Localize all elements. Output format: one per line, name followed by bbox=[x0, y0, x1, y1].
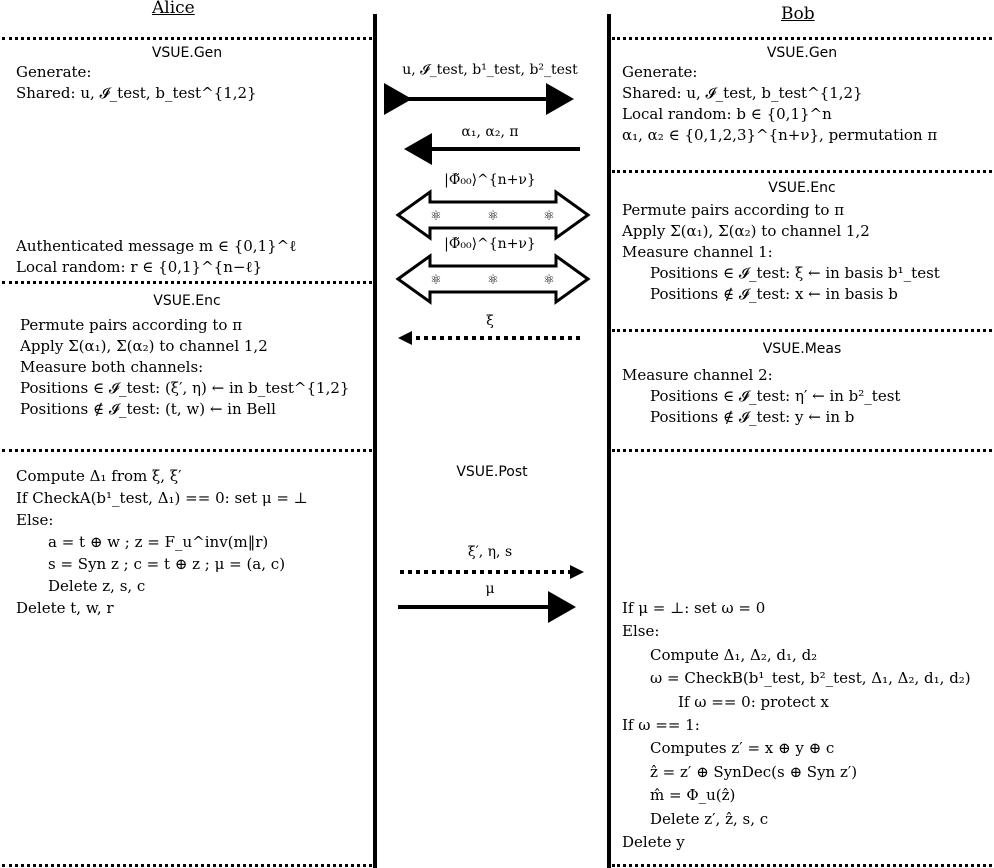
bob-post-line-11: Delete y bbox=[622, 833, 685, 852]
alice-enc-title: VSUE.Enc bbox=[153, 293, 221, 309]
alice-post-block: Compute Δ₁ from ξ, ξ′ If CheckA(b¹_test,… bbox=[16, 465, 308, 619]
bob-header: Bob bbox=[781, 4, 815, 24]
atom-icons-2: ⚛ ⚛ ⚛ bbox=[430, 273, 555, 288]
post-title: VSUE.Post bbox=[456, 464, 528, 480]
bob-enc-title: VSUE.Enc bbox=[768, 180, 836, 196]
bob-post-line-10: Delete z′, ẑ, s, c bbox=[650, 809, 769, 828]
arrow-xi-eta-s-head bbox=[570, 565, 584, 579]
alice-post-line-1: Compute Δ₁ from ξ, ξ′ bbox=[16, 467, 182, 485]
bob-meas-title: VSUE.Meas bbox=[762, 341, 842, 357]
separator-top-left bbox=[2, 37, 372, 40]
alice-post-line-6: Delete z, s, c bbox=[48, 577, 146, 595]
alice-auth-block: Authenticated message m ∈ {0,1}^ℓ Local … bbox=[16, 236, 296, 278]
bob-post-line-3: Compute Δ₁, Δ₂, d₁, d₂ bbox=[650, 645, 818, 664]
bob-meas-line-1: Measure channel 2: bbox=[622, 366, 773, 384]
alice-gen-line-2: Shared: u, 𝓘_test, b_test^{1,2} bbox=[16, 84, 257, 102]
alice-post-line-5: s = Syn z ; c = t ⊕ z ; μ = (a, c) bbox=[48, 555, 286, 573]
alice-enc-line-4: Positions ∈ 𝓘_test: (ξ′, η) ← in b_test^… bbox=[20, 379, 350, 397]
separator-post-left bbox=[2, 449, 372, 452]
bob-post-line-8: ẑ = z′ ⊕ SynDec(s ⊕ Syn z′) bbox=[650, 762, 858, 781]
separator-alice-enc bbox=[2, 281, 372, 284]
alice-post-line-3: Else: bbox=[16, 511, 54, 529]
epr-pairs-label-1: |Φ̃₀₀⟩^{n+ν} bbox=[444, 172, 536, 188]
alice-enc-line-2: Apply Σ(α₁), Σ(α₂) to channel 1,2 bbox=[20, 337, 268, 355]
atom-icon: ⚛ bbox=[487, 209, 499, 224]
bob-gen-title: VSUE.Gen bbox=[766, 45, 838, 61]
alice-header: Alice bbox=[152, 0, 195, 18]
alice-post-line-4: a = t ⊕ w ; z = F_u^inv(m‖r) bbox=[48, 533, 269, 551]
bob-meas-line-2: Positions ∈ 𝓘_test: η′ ← in b²_test bbox=[650, 387, 901, 405]
bob-post-line-2: Else: bbox=[622, 622, 660, 641]
alice-enc-line-5: Positions ∉ 𝓘_test: (t, w) ← in Bell bbox=[20, 400, 276, 418]
separator-bob-meas bbox=[612, 329, 992, 332]
msg-alphas-perm-label: α₁, α₂, π bbox=[461, 124, 519, 140]
arrow-xi-head bbox=[398, 331, 412, 345]
alice-auth-message: Authenticated message m ∈ {0,1}^ℓ bbox=[16, 237, 297, 255]
alice-gen-line-1: Generate: bbox=[16, 63, 92, 81]
alice-gen-title: VSUE.Gen bbox=[151, 45, 223, 61]
msg-xi-label: ξ bbox=[486, 313, 494, 329]
bob-gen-line-2: Shared: u, 𝓘_test, b_test^{1,2} bbox=[622, 84, 863, 102]
bob-gen-block: Generate: Shared: u, 𝓘_test, b_test^{1,2… bbox=[622, 62, 937, 146]
atom-icon: ⚛ bbox=[430, 209, 442, 224]
bob-enc-line-4: Positions ∈ 𝓘_test: ξ ← in basis b¹_test bbox=[650, 264, 940, 282]
bob-enc-line-3: Measure channel 1: bbox=[622, 243, 773, 261]
alice-enc-line-3: Measure both channels: bbox=[20, 358, 204, 376]
bob-enc-block: Permute pairs according to π Apply Σ(α₁)… bbox=[622, 200, 940, 305]
atom-icons-1: ⚛ ⚛ ⚛ bbox=[430, 209, 555, 224]
bob-post-line-9: m̂ = Φ_u(ẑ) bbox=[650, 786, 736, 805]
separator-top-right bbox=[612, 37, 992, 40]
bob-post-line-1: If μ = ⊥: set ω = 0 bbox=[622, 599, 766, 617]
msg-xi-eta-s-label: ξ′, η, s bbox=[467, 544, 513, 560]
bob-gen-line-3: Local random: b ∈ {0,1}^n bbox=[622, 105, 832, 123]
atom-icon: ⚛ bbox=[543, 209, 555, 224]
alice-bob-divider-left bbox=[373, 14, 377, 868]
separator-post-right bbox=[612, 449, 992, 452]
bob-enc-line-2: Apply Σ(α₁), Σ(α₂) to channel 1,2 bbox=[622, 222, 870, 240]
msg-mu-label: μ bbox=[485, 581, 495, 597]
bob-meas-block: Measure channel 2: Positions ∈ 𝓘_test: η… bbox=[622, 365, 900, 428]
msg-shared-params-label: u, 𝓘_test, b¹_test, b²_test bbox=[402, 62, 578, 78]
alice-post-line-7: Delete t, w, r bbox=[16, 599, 114, 617]
separator-bottom-right bbox=[612, 864, 992, 867]
atom-icon: ⚛ bbox=[487, 273, 499, 288]
alice-local-random: Local random: r ∈ {0,1}^{n−ℓ} bbox=[16, 258, 263, 276]
epr-pairs-label-2: |Φ̃₀₀⟩^{n+ν} bbox=[444, 236, 536, 252]
bob-gen-line-4: α₁, α₂ ∈ {0,1,2,3}^{n+ν}, permutation π bbox=[622, 126, 938, 144]
alice-bob-divider-right bbox=[607, 14, 611, 868]
atom-icon: ⚛ bbox=[543, 273, 555, 288]
separator-bob-enc bbox=[612, 170, 992, 173]
bob-enc-line-1: Permute pairs according to π bbox=[622, 201, 845, 219]
bob-post-line-4: ω = CheckB(b¹_test, b²_test, Δ₁, Δ₂, d₁,… bbox=[650, 669, 971, 688]
alice-post-line-2: If CheckA(b¹_test, Δ₁) == 0: set μ = ⊥ bbox=[16, 489, 308, 507]
bob-post-block: If μ = ⊥: set ω = 0 Else: Compute Δ₁, Δ₂… bbox=[622, 597, 971, 854]
epr-channel-arrow-1 bbox=[395, 189, 591, 241]
atom-icon: ⚛ bbox=[430, 273, 442, 288]
alice-enc-line-1: Permute pairs according to π bbox=[20, 316, 243, 334]
bob-meas-line-3: Positions ∉ 𝓘_test: y ← in b bbox=[650, 408, 855, 426]
bob-post-line-6: If ω == 1: bbox=[622, 716, 700, 735]
alice-gen-block: Generate: Shared: u, 𝓘_test, b_test^{1,2… bbox=[16, 62, 257, 104]
alice-enc-block: Permute pairs according to π Apply Σ(α₁)… bbox=[20, 315, 349, 420]
epr-channel-arrow-2 bbox=[395, 253, 591, 305]
bob-enc-line-5: Positions ∉ 𝓘_test: x ← in basis b bbox=[650, 285, 898, 303]
bob-post-line-7: Computes z′ = x ⊕ y ⊕ c bbox=[650, 739, 835, 758]
bob-post-line-5: If ω == 0: protect x bbox=[678, 692, 829, 711]
separator-bottom-left bbox=[2, 864, 372, 867]
bob-gen-line-1: Generate: bbox=[622, 63, 698, 81]
